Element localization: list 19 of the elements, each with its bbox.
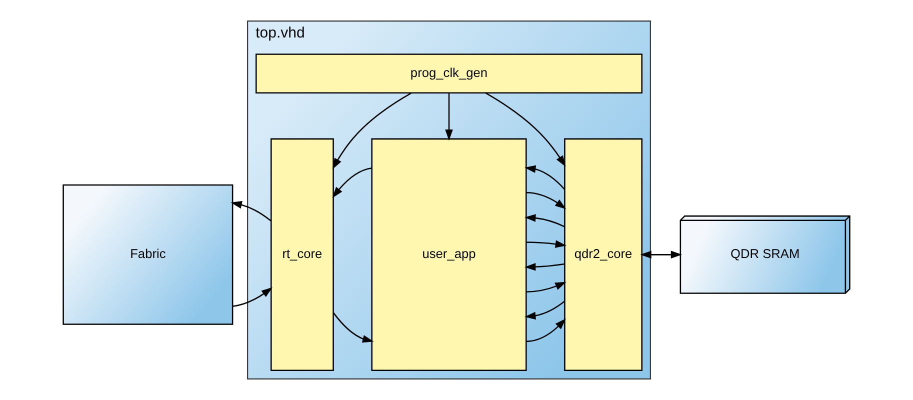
arrow (524, 214, 565, 228)
node-box: user_app (371, 138, 527, 371)
arrow (526, 240, 566, 248)
arrow (524, 165, 566, 190)
arrow (445, 93, 453, 141)
node-box: prog_clk_gen (256, 54, 642, 94)
arrow (332, 167, 372, 198)
node-box: qdr2_core (564, 138, 642, 371)
node-box: Fabric (62, 184, 234, 325)
arrow (485, 92, 566, 167)
arrow (524, 300, 565, 320)
arrow (332, 312, 374, 343)
node-box: rt_core (270, 138, 334, 371)
arrow (524, 262, 565, 271)
arrow (526, 192, 566, 210)
arrow (332, 92, 412, 170)
arrow (526, 282, 566, 292)
arrow (230, 200, 272, 222)
arrow (526, 318, 566, 342)
